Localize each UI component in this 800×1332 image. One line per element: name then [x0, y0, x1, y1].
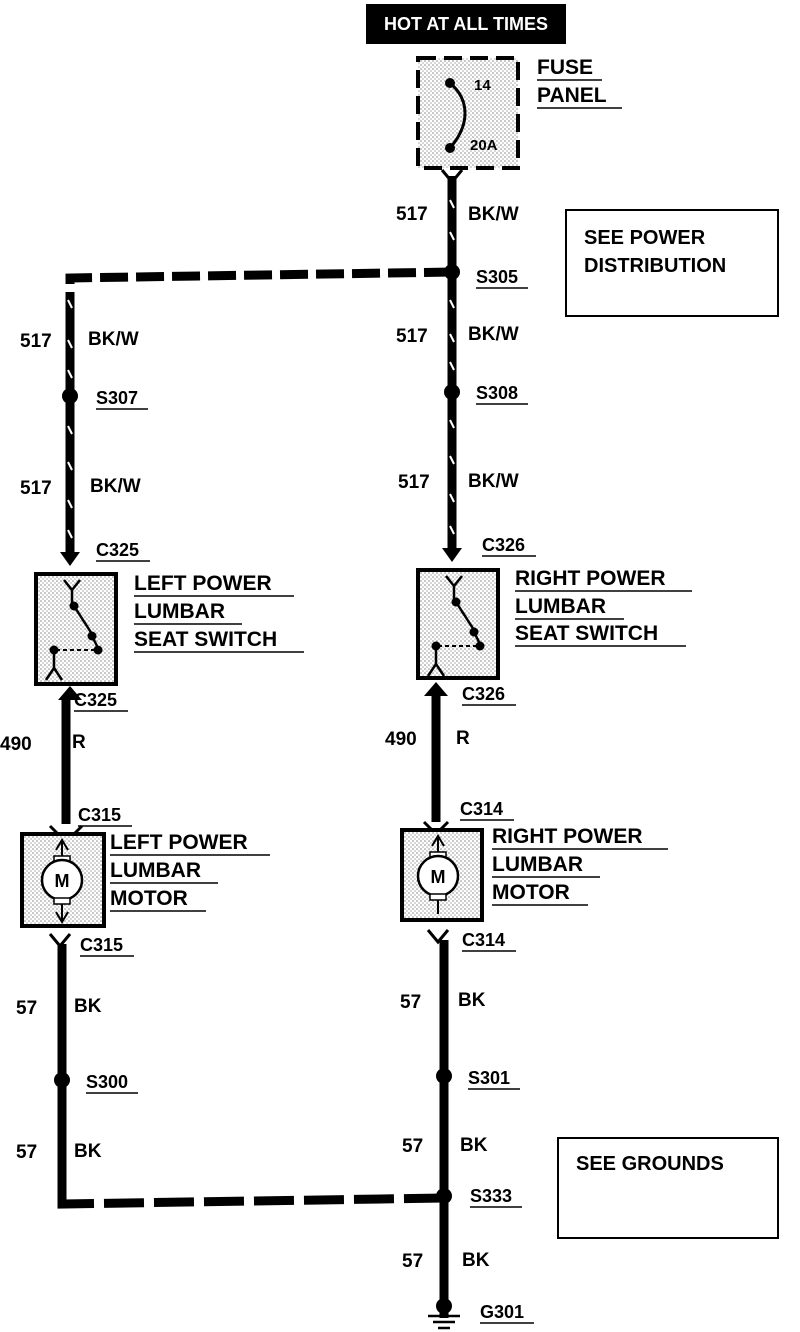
right-motor-line2: LUMBAR — [492, 853, 583, 876]
ground-label: G301 — [480, 1302, 524, 1322]
wire-bkw-label: BK/W — [88, 329, 139, 350]
connector-c325-bottom: C325 — [74, 690, 117, 710]
splice-s305-label: S305 — [476, 267, 518, 287]
wire-517-label: 517 — [398, 472, 430, 493]
power-note-line2: DISTRIBUTION — [584, 255, 726, 277]
wire-517-label: 517 — [20, 478, 52, 499]
connector-c314-bottom: C314 — [462, 930, 505, 950]
wire-bkw-label: BK/W — [468, 471, 519, 492]
wire-57-label: 57 — [400, 992, 421, 1013]
wire-bkw-label: BK/W — [468, 204, 519, 225]
arrow-c325-top — [60, 552, 80, 566]
fuse-bottom-terminal — [445, 143, 455, 153]
left-motor-line1: LEFT POWER — [110, 831, 248, 854]
splice-s333-label: S333 — [470, 1186, 512, 1206]
wire-bk-label: BK — [462, 1250, 490, 1271]
hot-label: HOT AT ALL TIMES — [384, 14, 548, 34]
splice-s333 — [436, 1188, 452, 1204]
wire-57-label: 57 — [16, 1142, 37, 1163]
splice-s308-label: S308 — [476, 383, 518, 403]
fuse-panel: 14 20A — [416, 56, 520, 170]
grounds-note — [557, 1137, 779, 1239]
left-switch-line1: LEFT POWER — [134, 572, 272, 595]
wire-bk-label: BK — [74, 1141, 102, 1162]
right-switch-line1: RIGHT POWER — [515, 567, 666, 590]
fuse-element — [448, 81, 467, 149]
wire-490-label: 490 — [385, 729, 417, 750]
fuse-label-line2: PANEL — [537, 84, 607, 107]
wire-517-stripes — [449, 199, 455, 535]
motor-symbol: M — [55, 871, 70, 891]
left-switch-line3: SEAT SWITCH — [134, 628, 277, 651]
splice-s305 — [444, 264, 460, 280]
right-motor-line1: RIGHT POWER — [492, 825, 643, 848]
wire-57-label: 57 — [16, 998, 37, 1019]
power-distribution-note — [565, 209, 779, 317]
wire-517-branch — [65, 267, 453, 300]
fuse-number: 14 — [474, 77, 491, 94]
wire-57-label: 57 — [402, 1136, 423, 1157]
wire-bk-label: BK — [458, 990, 486, 1011]
wire-57-ground-branch — [57, 1193, 445, 1209]
connector-c325-top: C325 — [96, 540, 139, 560]
wire-bk-label: BK — [460, 1135, 488, 1156]
splice-s307 — [62, 388, 78, 404]
right-lumbar-motor: M — [400, 820, 484, 922]
splice-s307-label: S307 — [96, 388, 138, 408]
arrow-c325-bottom — [58, 686, 82, 700]
power-note-line1: SEE POWER — [584, 227, 706, 249]
wire-57-label: 57 — [402, 1251, 423, 1272]
right-switch-line3: SEAT SWITCH — [515, 622, 658, 645]
left-switch-line2: LUMBAR — [134, 600, 225, 623]
right-seat-switch — [416, 568, 500, 680]
wire-517-left-stripes — [67, 299, 73, 539]
left-seat-switch — [34, 572, 118, 686]
left-lumbar-motor: M — [20, 824, 106, 928]
connector-c314-bottom-symbol — [426, 929, 450, 945]
arrow-c326-bottom — [424, 682, 448, 696]
splice-s300-label: S300 — [86, 1072, 128, 1092]
arrow-c326-top — [442, 548, 462, 562]
wire-517-label: 517 — [396, 326, 428, 347]
grounds-note-text: SEE GROUNDS — [576, 1153, 724, 1175]
right-switch-line2: LUMBAR — [515, 595, 606, 618]
fuse-label-line1: FUSE — [537, 56, 593, 79]
ground-icon — [428, 1298, 460, 1330]
wire-bkw-label: BK/W — [468, 324, 519, 345]
splice-s300 — [54, 1072, 70, 1088]
wire-517-label: 517 — [20, 331, 52, 352]
connector-c314-top: C314 — [460, 799, 503, 819]
connector-c326-top: C326 — [482, 535, 525, 555]
motor-symbol: M — [431, 867, 446, 887]
right-motor-line3: MOTOR — [492, 881, 570, 904]
wire-bkw-label: BK/W — [90, 476, 141, 497]
fuse-rating: 20A — [470, 137, 498, 154]
fuse-output-connector — [440, 169, 464, 185]
wire-r-label: R — [456, 728, 470, 749]
splice-s308 — [444, 384, 460, 400]
connector-c315-bottom: C315 — [80, 935, 123, 955]
wire-517-label: 517 — [396, 204, 428, 225]
splice-s301 — [436, 1068, 452, 1084]
wire-r-label: R — [72, 732, 86, 753]
left-motor-line2: LUMBAR — [110, 859, 201, 882]
left-motor-line3: MOTOR — [110, 887, 188, 910]
connector-c315-top: C315 — [78, 805, 121, 825]
hot-banner — [366, 4, 566, 44]
splice-s301-label: S301 — [468, 1068, 510, 1088]
wire-bk-label: BK — [74, 996, 102, 1017]
wire-490-label: 490 — [0, 734, 32, 755]
connector-c326-bottom: C326 — [462, 684, 505, 704]
